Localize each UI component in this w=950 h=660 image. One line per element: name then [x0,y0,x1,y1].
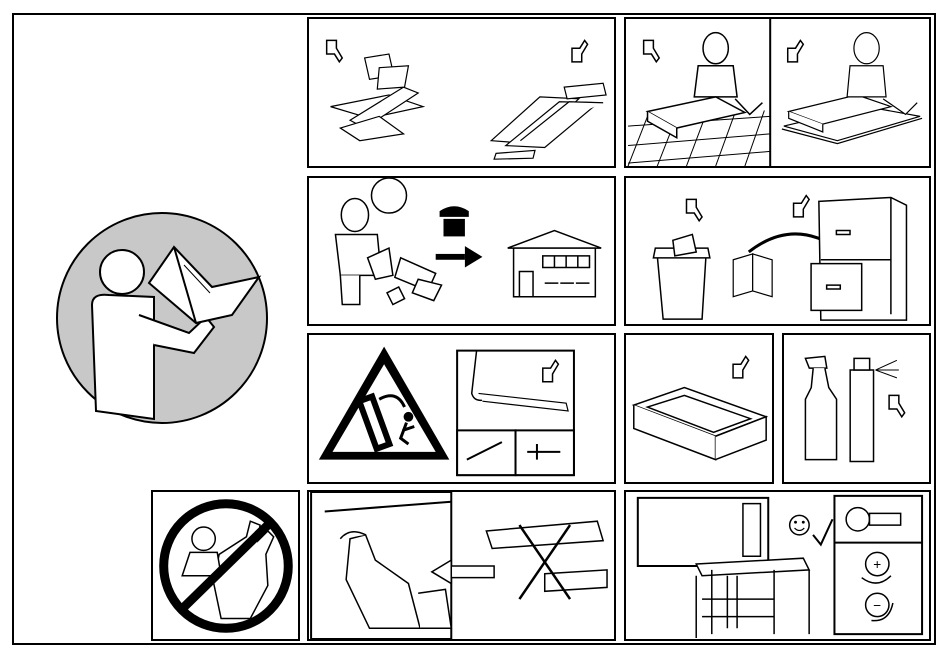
phone-icon [440,206,469,236]
minus-label: − [873,598,881,613]
cut-panel [307,490,616,641]
contact-store-panel [307,176,616,326]
unpack-panel [307,17,616,168]
thumbs-up-icon [794,196,810,217]
thumbs-down-icon [889,395,905,416]
read-instructions-panel [14,15,304,485]
drawer-icon [634,388,766,460]
thumbs-down-icon [644,40,660,61]
hinges-panel: + − [624,490,931,641]
arrow-icon [436,246,483,267]
thumbs-down-icon [686,199,702,220]
assemble-panel [624,17,931,168]
read-manual-icon [14,15,304,485]
keep-instructions-panel [624,176,931,326]
thumbs-up-icon [572,40,588,61]
thumbs-up-icon [788,40,804,61]
knife-crossed-icon [486,521,607,599]
drawer-panel [624,333,774,484]
children-panel [151,490,300,641]
no-spray-panel [782,333,931,484]
thumbs-down-icon [327,40,343,61]
no-children-icon [164,504,289,629]
spray-bottle-icon [805,356,898,461]
tip-over-panel [307,333,616,484]
warning-triangle-icon [319,347,449,460]
check-icon [813,519,832,544]
store-icon [508,231,601,297]
filing-cabinet-icon [811,197,906,320]
thumbs-up-icon [733,356,749,377]
plus-label: + [873,557,881,572]
wall-anchor-icon [457,351,574,476]
smile-icon [790,515,809,534]
